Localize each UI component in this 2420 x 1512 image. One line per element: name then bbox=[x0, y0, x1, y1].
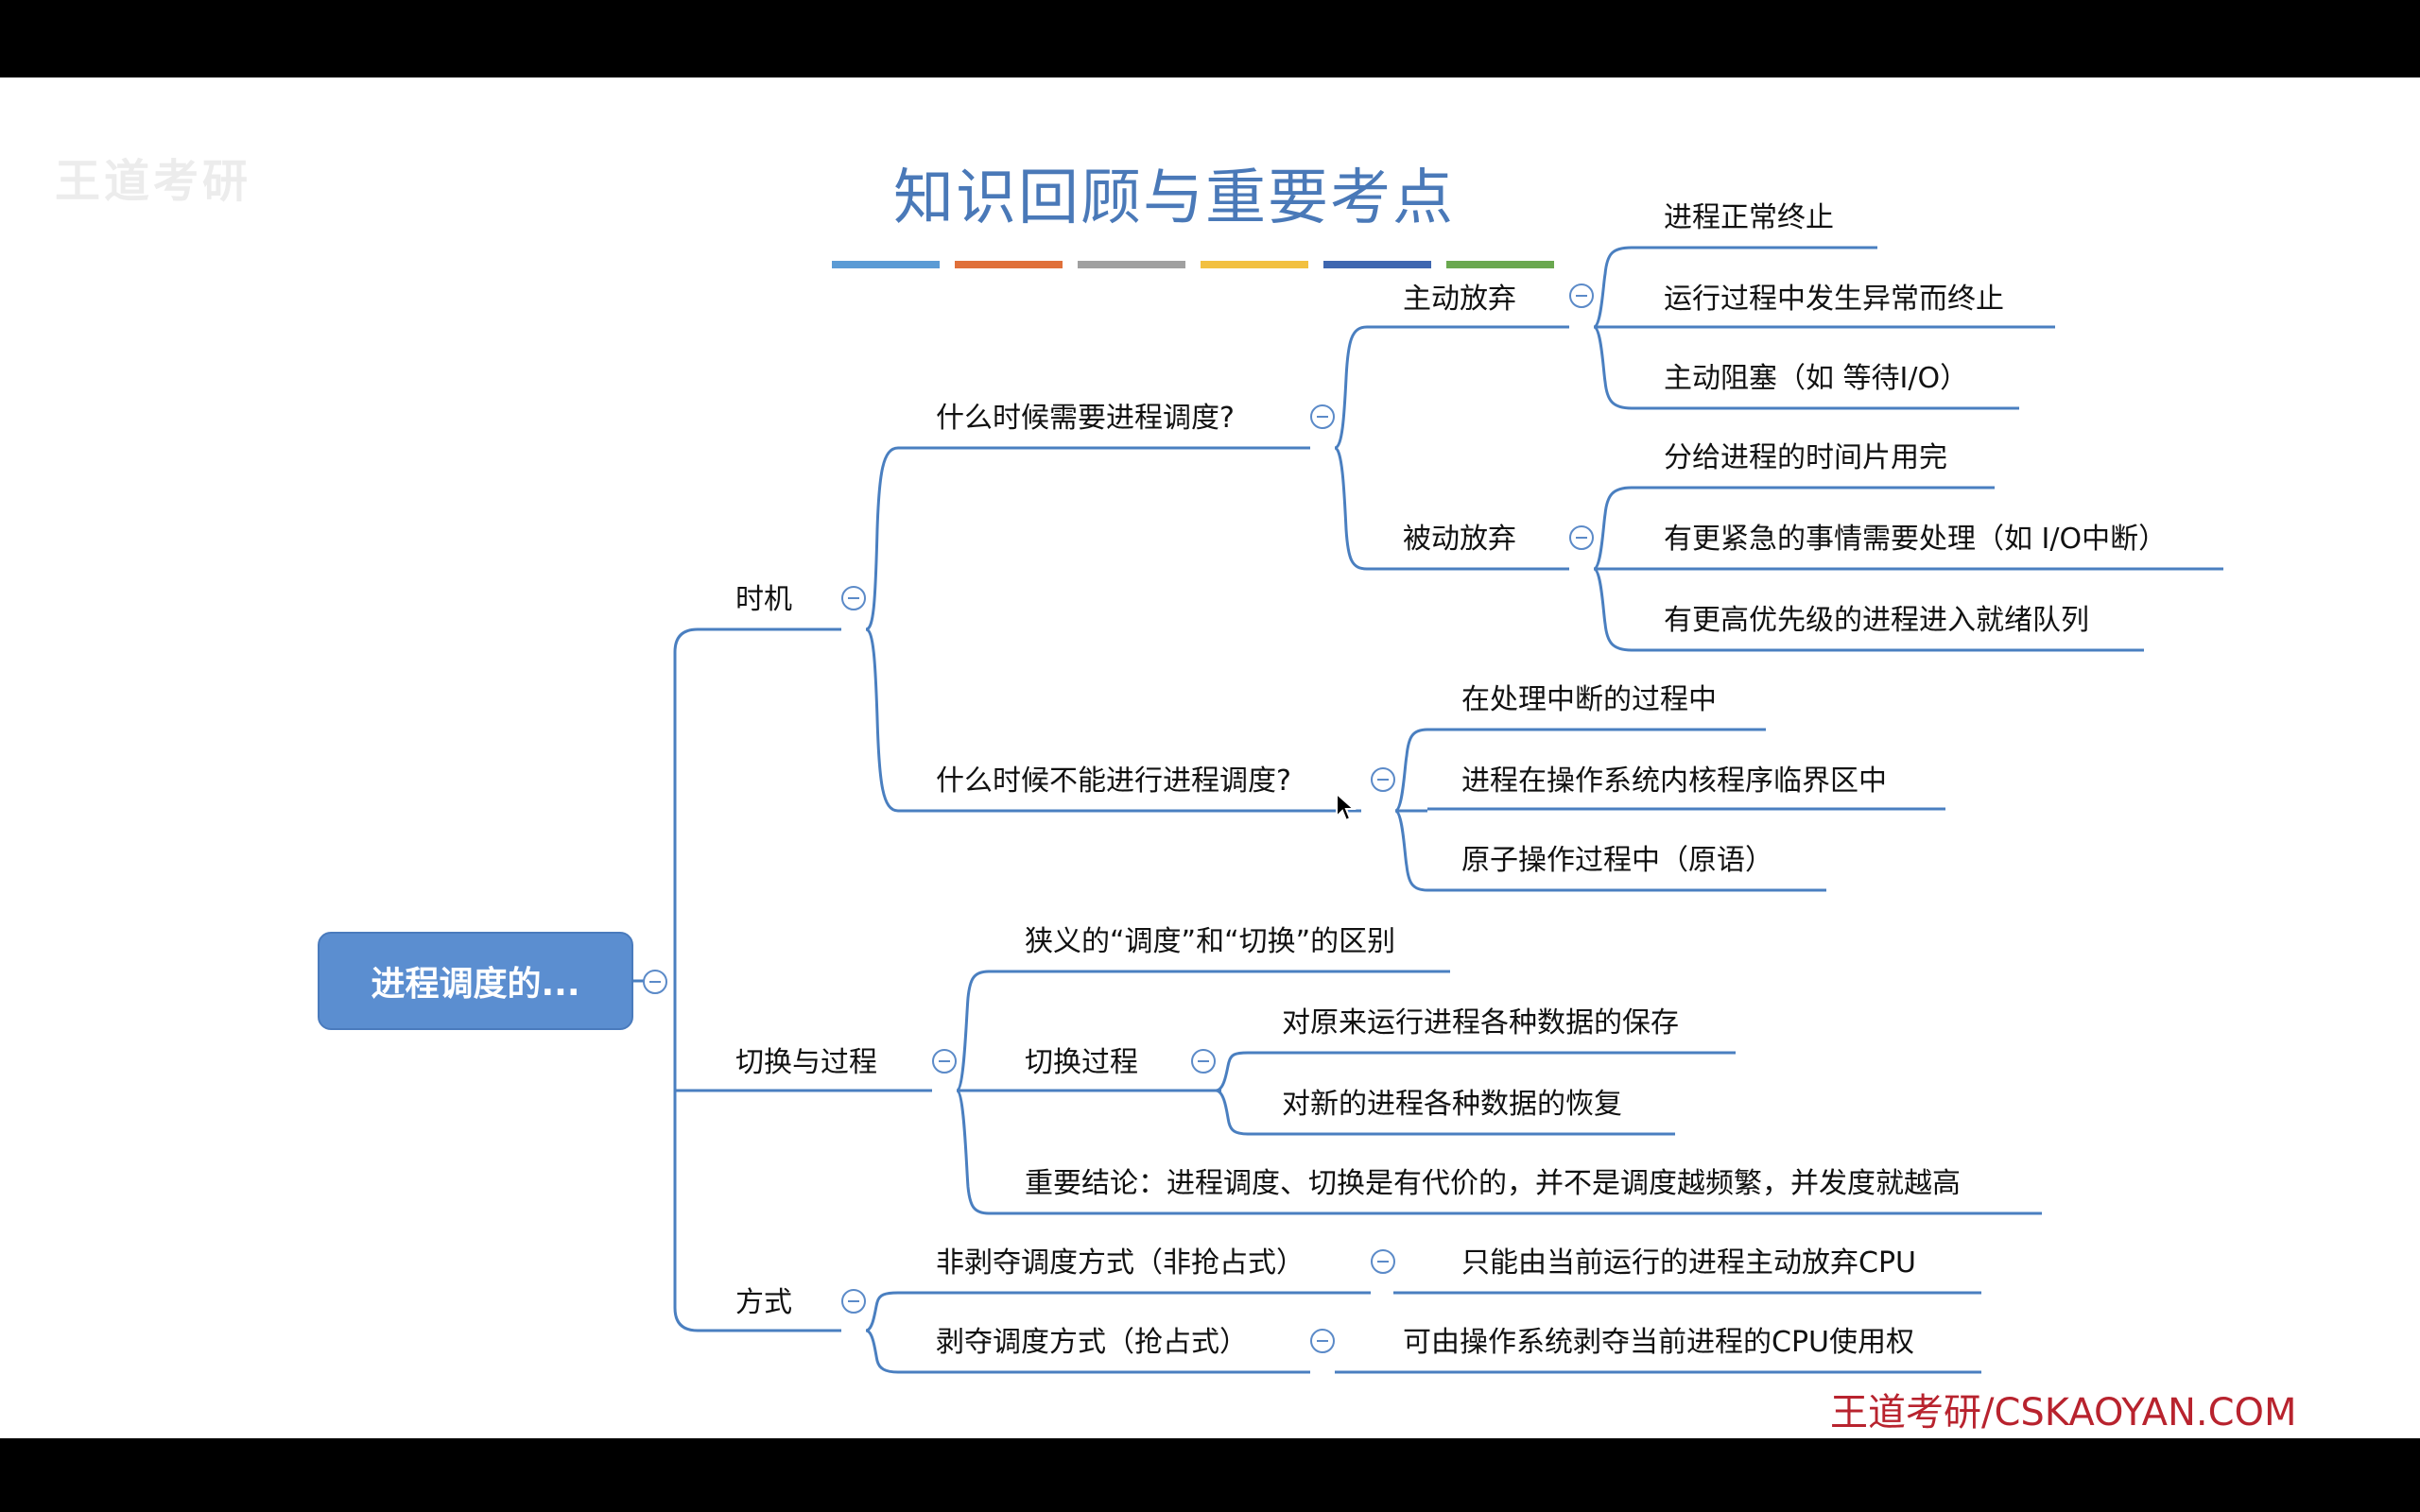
leaf-voluntary-1[interactable]: 进程正常终止 bbox=[1664, 201, 1834, 234]
collapse-icon[interactable] bbox=[1310, 1329, 1335, 1353]
letterbox-top bbox=[0, 0, 2420, 77]
node-switch-steps[interactable]: 切换过程 bbox=[1025, 1046, 1138, 1079]
color-bar-3 bbox=[1078, 261, 1185, 268]
leaf-when-not-2[interactable]: 进程在操作系统内核程序临界区中 bbox=[1461, 765, 1887, 798]
collapse-icon[interactable] bbox=[1371, 767, 1395, 792]
color-bar-4 bbox=[1201, 261, 1308, 268]
node-when-not[interactable]: 什么时候不能进行进程调度? bbox=[936, 765, 1291, 798]
leaf-when-not-3[interactable]: 原子操作过程中（原语） bbox=[1461, 844, 1773, 877]
leaf-passive-1[interactable]: 分给进程的时间片用完 bbox=[1664, 441, 1947, 474]
node-voluntary[interactable]: 主动放弃 bbox=[1403, 283, 1516, 316]
node-switch-process[interactable]: 切换与过程 bbox=[735, 1046, 877, 1079]
letterbox-bottom bbox=[0, 1438, 2420, 1512]
page-title: 知识回顾与重要考点 bbox=[893, 163, 1455, 233]
leaf-preemptive-desc[interactable]: 可由操作系统剥夺当前进程的CPU使用权 bbox=[1403, 1326, 1914, 1359]
node-non-preemptive[interactable]: 非剥夺调度方式（非抢占式） bbox=[936, 1246, 1305, 1280]
node-timing[interactable]: 时机 bbox=[735, 583, 792, 616]
collapse-icon[interactable] bbox=[1569, 284, 1594, 308]
credit-text: 王道考研/CSKAOYAN.COM bbox=[1830, 1391, 2297, 1435]
node-passive[interactable]: 被动放弃 bbox=[1403, 523, 1516, 556]
leaf-non-preemptive-desc[interactable]: 只能由当前运行的进程主动放弃CPU bbox=[1461, 1246, 1916, 1280]
collapse-icon[interactable] bbox=[1569, 525, 1594, 550]
node-conclusion[interactable]: 重要结论：进程调度、切换是有代价的，并不是调度越频繁，并发度就越高 bbox=[1025, 1167, 1961, 1200]
node-when-needed[interactable]: 什么时候需要进程调度? bbox=[936, 402, 1235, 435]
node-difference[interactable]: 狭义的“调度”和“切换”的区别 bbox=[1025, 925, 1396, 958]
node-method[interactable]: 方式 bbox=[735, 1286, 792, 1319]
color-bar-5 bbox=[1323, 261, 1431, 268]
leaf-voluntary-3[interactable]: 主动阻塞（如 等待I/O） bbox=[1664, 362, 1969, 395]
watermark: 王道考研 bbox=[55, 157, 252, 207]
root-node[interactable]: 进程调度的... bbox=[318, 932, 633, 1030]
collapse-icon[interactable] bbox=[841, 586, 866, 610]
root-node-label: 进程调度的... bbox=[371, 965, 580, 1004]
leaf-voluntary-2[interactable]: 运行过程中发生异常而终止 bbox=[1664, 283, 2004, 316]
collapse-icon[interactable] bbox=[932, 1049, 957, 1074]
collapse-icon[interactable] bbox=[1310, 404, 1335, 429]
color-bar-1 bbox=[832, 261, 940, 268]
collapse-icon[interactable] bbox=[1371, 1249, 1395, 1274]
leaf-switch-restore[interactable]: 对新的进程各种数据的恢复 bbox=[1282, 1088, 1622, 1121]
leaf-switch-save[interactable]: 对原来运行进程各种数据的保存 bbox=[1282, 1006, 1679, 1040]
collapse-icon[interactable] bbox=[1191, 1049, 1216, 1074]
color-bar-6 bbox=[1446, 261, 1554, 268]
leaf-passive-3[interactable]: 有更高优先级的进程进入就绪队列 bbox=[1664, 604, 2089, 637]
color-bar-2 bbox=[955, 261, 1063, 268]
leaf-when-not-1[interactable]: 在处理中断的过程中 bbox=[1461, 683, 1717, 716]
node-preemptive[interactable]: 剥夺调度方式（抢占式） bbox=[936, 1326, 1248, 1359]
collapse-icon[interactable] bbox=[643, 970, 667, 994]
slide-canvas bbox=[0, 77, 2420, 1438]
leaf-passive-2[interactable]: 有更紧急的事情需要处理（如 I/O中断） bbox=[1664, 523, 2168, 556]
collapse-icon[interactable] bbox=[841, 1289, 866, 1314]
mouse-cursor-icon bbox=[1336, 792, 1357, 822]
